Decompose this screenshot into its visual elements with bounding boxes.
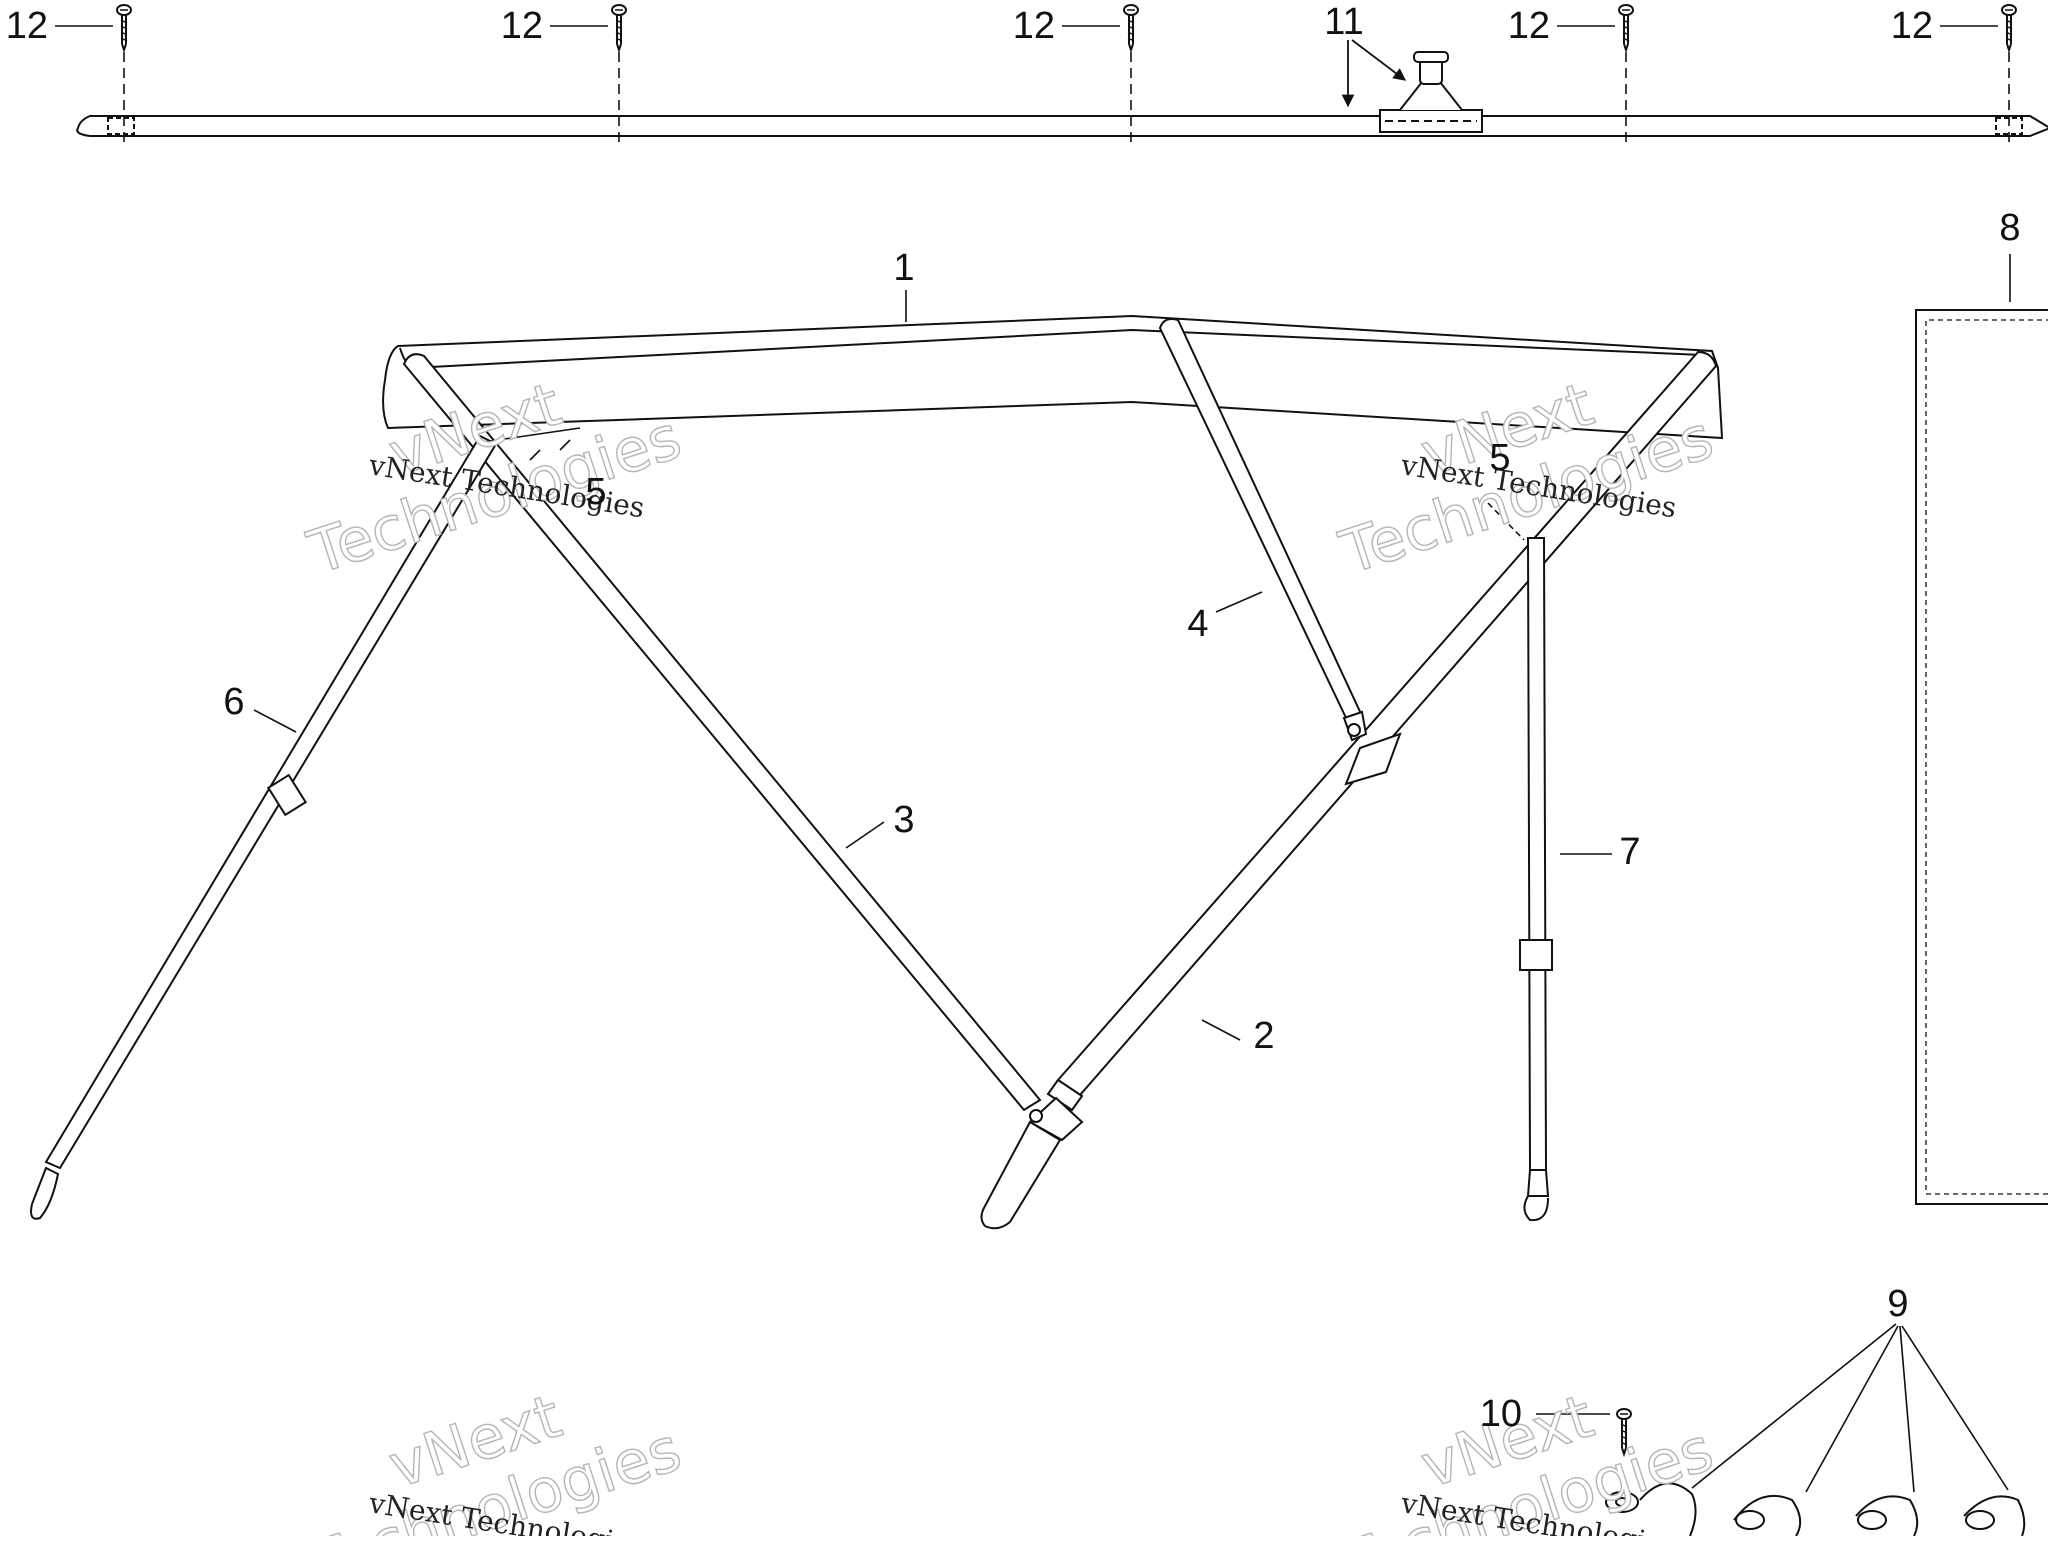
- callout-6: 6: [223, 681, 244, 723]
- callout-5a: 5: [585, 471, 606, 513]
- leader-11: [1341, 39, 1407, 108]
- callout-12b: 12: [501, 5, 543, 47]
- bow-3: [402, 353, 1043, 1123]
- fastener-5: [483, 427, 1525, 541]
- bow-2: [980, 350, 1718, 1230]
- callout-8: 8: [1999, 207, 2020, 249]
- top-rail: [76, 51, 2048, 137]
- callout-11: 11: [1324, 1, 1363, 43]
- callout-7: 7: [1619, 831, 1640, 873]
- watermark-group: vNext Technologies vNext Technologies vN…: [299, 369, 1722, 1541]
- callout-labels: 1 2 3 4 5 5 6 7 8 9 10 11 12 12 12 12 12: [6, 1, 2021, 1435]
- callout-5b: 5: [1489, 437, 1510, 479]
- bow-4: [1158, 318, 1402, 786]
- boot-8: [1915, 309, 2048, 1205]
- callout-12c: 12: [1013, 5, 1055, 47]
- strap-6: [30, 434, 498, 1220]
- callout-12e: 12: [1891, 5, 1933, 47]
- callout-10: 10: [1480, 1393, 1522, 1435]
- leader-9: [1691, 1323, 2009, 1493]
- callout-4: 4: [1187, 603, 1208, 645]
- callout-2: 2: [1253, 1015, 1274, 1057]
- callout-1: 1: [893, 247, 914, 289]
- callout-9: 9: [1887, 1283, 1908, 1325]
- callout-12d: 12: [1508, 5, 1550, 47]
- callout-3: 3: [893, 799, 914, 841]
- leader-lines: [253, 254, 2011, 1415]
- strap-7: [1519, 537, 1553, 1222]
- screw-group-12: [55, 4, 2017, 142]
- hardware-9-10: [1605, 1408, 2026, 1537]
- callout-12a: 12: [6, 5, 48, 47]
